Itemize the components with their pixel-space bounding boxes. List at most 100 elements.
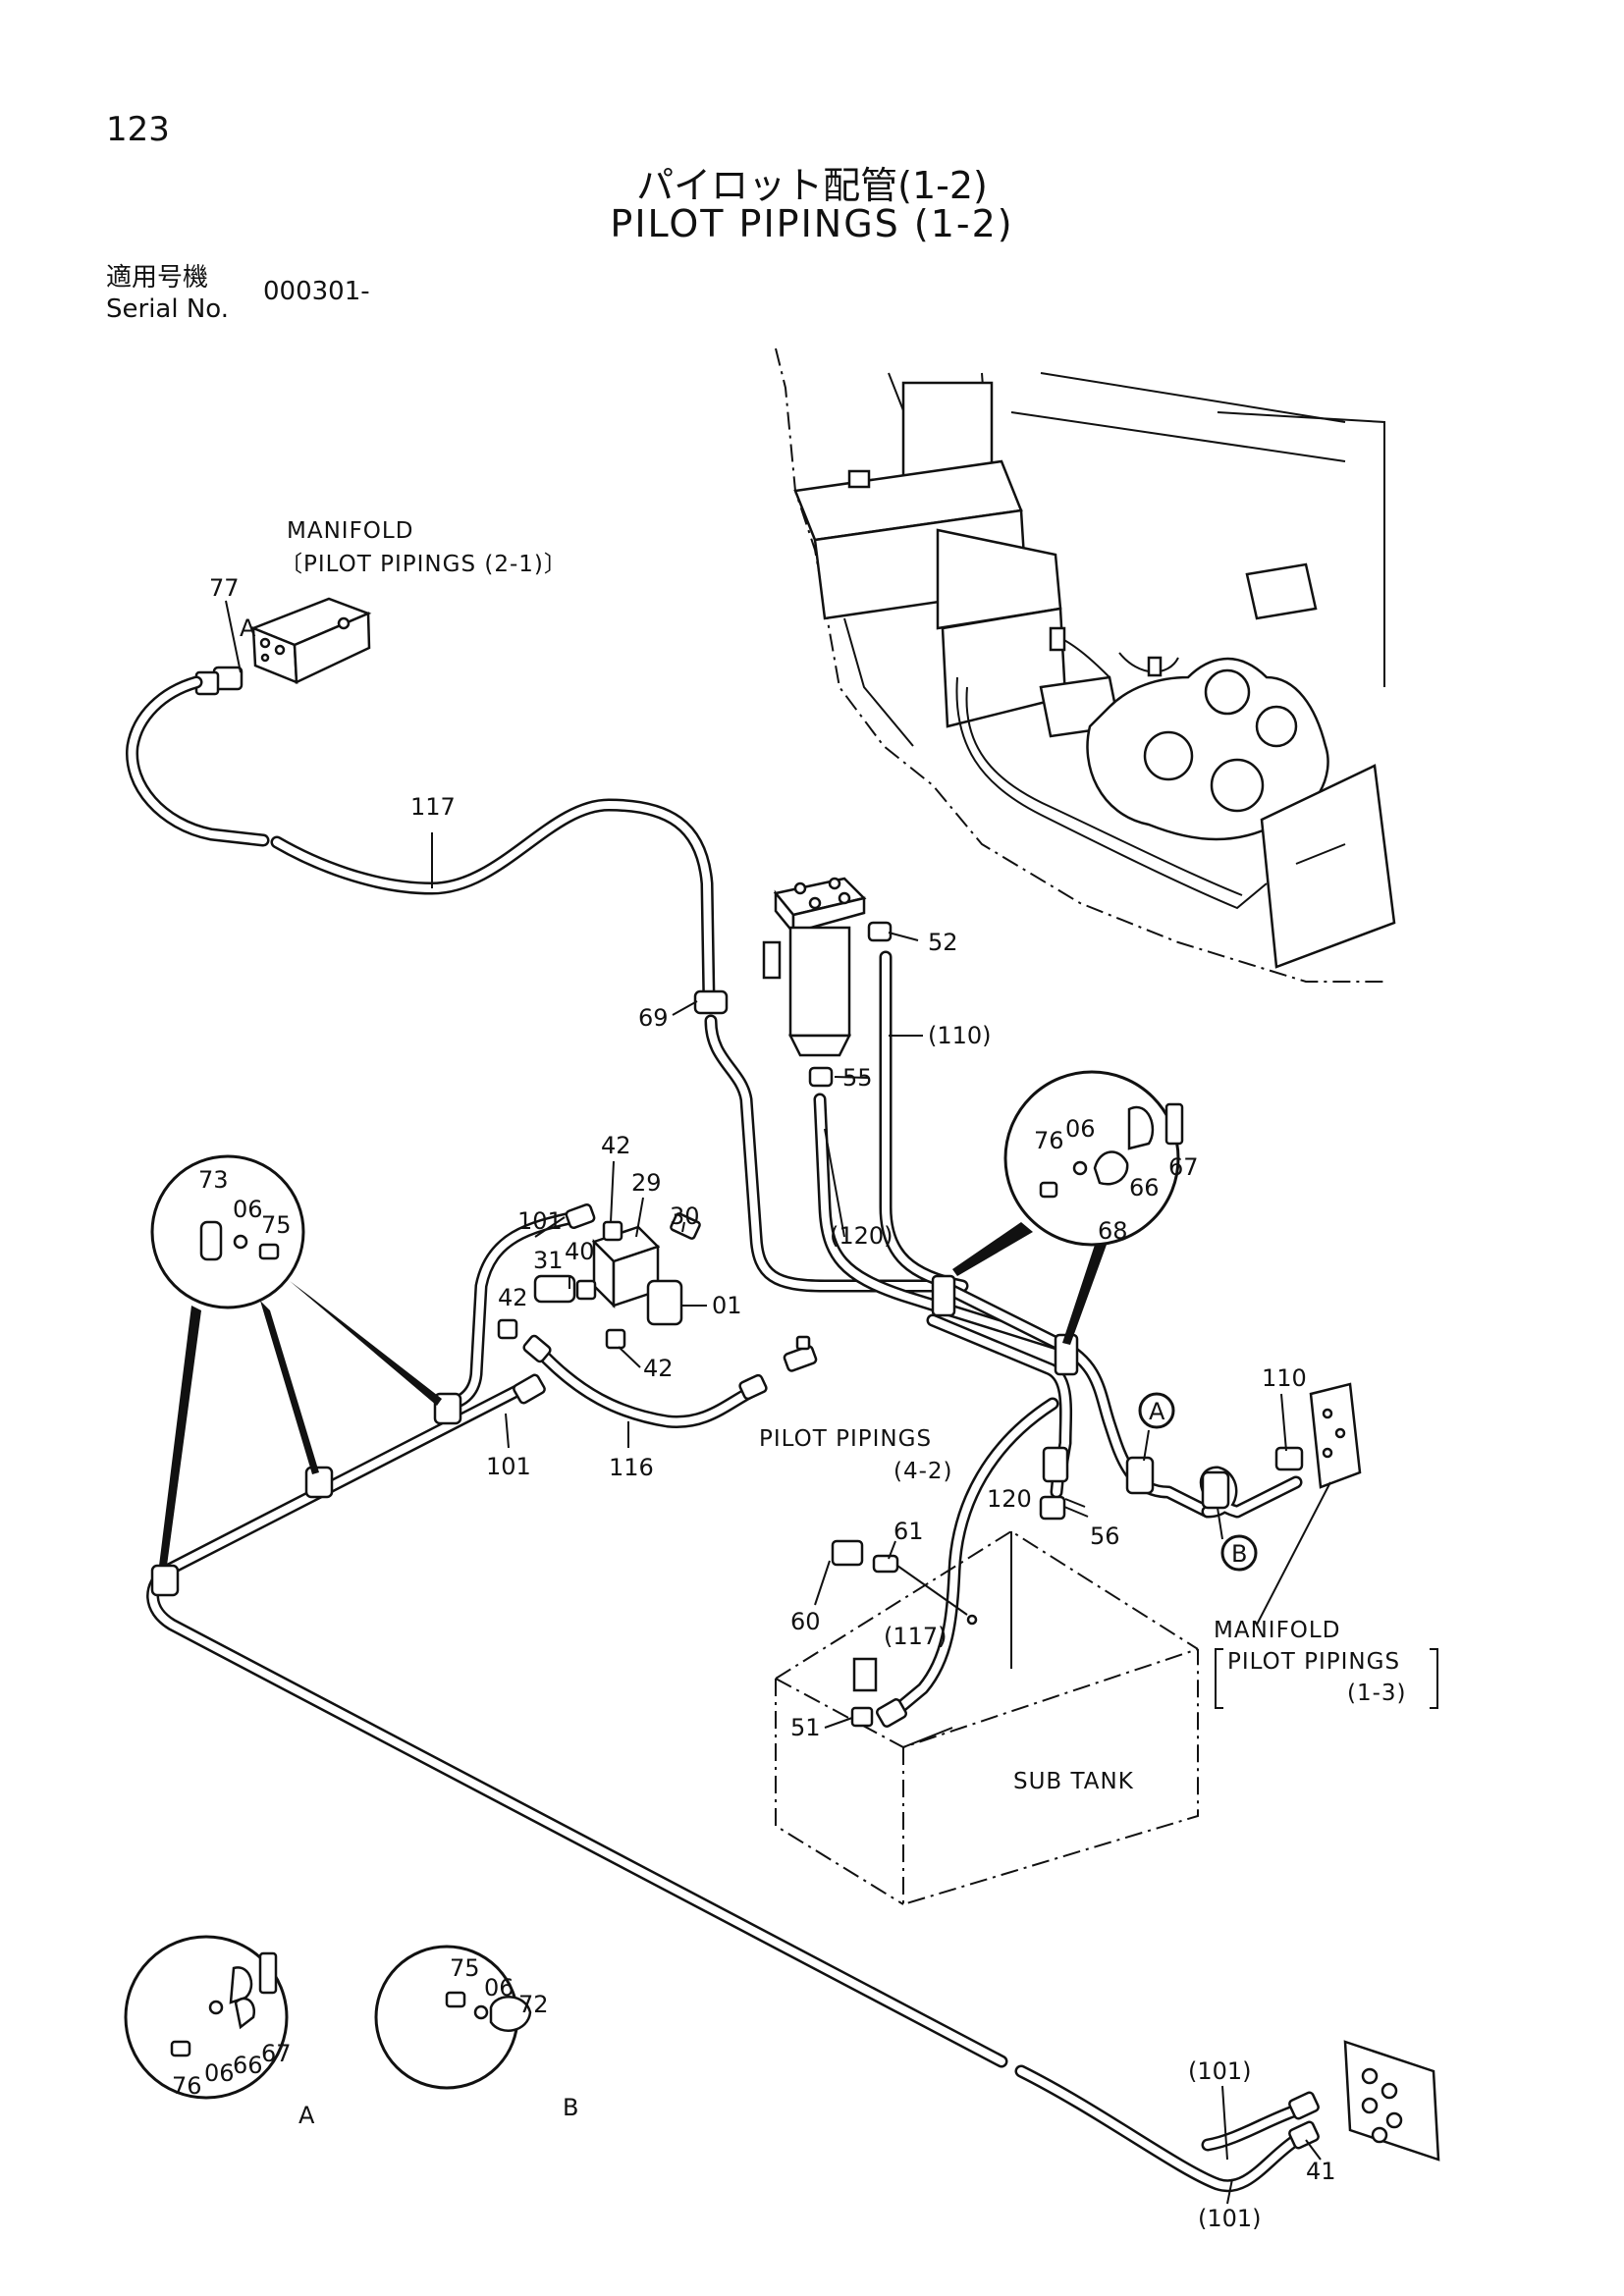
part-label-06-b: 06 xyxy=(484,1974,514,2002)
part-label-75-b: 75 xyxy=(450,1954,480,1982)
part-label-67-right: 67 xyxy=(1168,1153,1199,1181)
part-label-40: 40 xyxy=(565,1238,595,1265)
manifold-block-bottom-right xyxy=(1343,2040,1440,2162)
fitting-41-top xyxy=(1288,2091,1320,2120)
page-title-english: PILOT PIPINGS (1-2) xyxy=(610,202,1014,245)
callout-manifold-top-line2: 〔PILOT PIPINGS (2-1)〕 xyxy=(280,552,568,577)
part-label-06-a: 06 xyxy=(204,2059,235,2087)
part-label-68: 68 xyxy=(1098,1217,1128,1245)
part-label-76-right: 76 xyxy=(1034,1127,1064,1154)
part-label-06-right: 06 xyxy=(1065,1115,1096,1143)
sub-tank-label: SUB TANK xyxy=(1013,1769,1134,1794)
part-label-101-top: 101 xyxy=(517,1207,563,1235)
marker-circle-b xyxy=(1220,1534,1258,1572)
part-label-01: 01 xyxy=(712,1292,742,1319)
pilot-pipings-tee-fitting xyxy=(783,1335,818,1372)
fitting-52 xyxy=(867,921,893,942)
sensor-60 xyxy=(831,1539,864,1567)
fitting-55 xyxy=(808,1066,834,1088)
callout-pilot-pipings-line2: (4-2) xyxy=(893,1459,953,1484)
fitting-116-end xyxy=(738,1373,768,1401)
part-label-42-bottom: 42 xyxy=(643,1355,674,1382)
detail-circle-b xyxy=(374,1945,532,2090)
sub-tank xyxy=(775,1529,1199,1906)
fitting-117-tank xyxy=(875,1698,908,1728)
part-label-67-a: 67 xyxy=(261,2040,292,2067)
manifold-block-right xyxy=(1309,1382,1362,1489)
solenoid-valve-group xyxy=(497,1212,701,1350)
part-label-110: 110 xyxy=(1262,1364,1307,1392)
serial-number-value: 000301- xyxy=(263,277,370,306)
page-title-japanese: パイロット配管(1-2) xyxy=(636,164,988,207)
detail-label-a: A xyxy=(298,2102,315,2129)
hose-117 xyxy=(126,675,716,1008)
callout-manifold-right-line3: (1-3) xyxy=(1347,1681,1407,1706)
part-label-51: 51 xyxy=(790,1714,821,1741)
fitting-120 xyxy=(1042,1446,1069,1483)
part-label-76-a: 76 xyxy=(172,2072,202,2100)
clamp-69 xyxy=(693,989,729,1015)
detail-circle-left xyxy=(150,1154,442,1566)
callout-pilot-pipings-line1: PILOT PIPINGS xyxy=(759,1426,932,1452)
clamp-101-1 xyxy=(433,1392,462,1425)
machine-frame-outline xyxy=(775,347,1396,983)
clamp-101-3 xyxy=(150,1564,180,1597)
fitting-116-start xyxy=(522,1334,552,1363)
fitting-56 xyxy=(1039,1495,1066,1521)
detail-circle-right xyxy=(952,1070,1184,1345)
part-label-56: 56 xyxy=(1090,1522,1120,1550)
part-label-66-a: 66 xyxy=(233,2052,263,2079)
marker-label-a: A xyxy=(1149,1398,1165,1425)
clamp-b-right xyxy=(1201,1470,1230,1510)
fitting-51 xyxy=(850,1706,874,1728)
marker-label-b: B xyxy=(1231,1540,1247,1568)
part-label-101-bottom: 101 xyxy=(486,1453,531,1480)
part-label-06-left: 06 xyxy=(233,1196,263,1223)
part-label-42-left: 42 xyxy=(498,1284,528,1311)
part-label-66-right: 66 xyxy=(1129,1174,1160,1201)
bracket-manifold-right xyxy=(1215,1648,1438,1709)
page-number: 123 xyxy=(106,110,170,149)
leader-lines xyxy=(225,600,1331,2205)
part-label-55: 55 xyxy=(842,1064,873,1092)
part-label-75-left: 75 xyxy=(261,1211,292,1239)
part-label-110-paren: (110) xyxy=(928,1022,992,1049)
serial-label-japanese: 適用号機 xyxy=(106,263,209,293)
manifold-block-top xyxy=(249,597,372,684)
part-label-a-top: A xyxy=(240,614,256,642)
part-label-69: 69 xyxy=(638,1004,669,1032)
part-label-116: 116 xyxy=(609,1454,654,1481)
part-label-52: 52 xyxy=(928,929,958,956)
part-label-120-paren: (120) xyxy=(830,1222,893,1250)
part-label-29: 29 xyxy=(631,1169,662,1197)
part-label-120: 120 xyxy=(987,1485,1032,1513)
hose-110 xyxy=(879,950,969,1293)
detail-label-b: B xyxy=(563,2094,578,2121)
part-label-117-paren: (117) xyxy=(884,1623,947,1650)
detail-circle-a xyxy=(124,1935,289,2100)
callout-manifold-top-line1: MANIFOLD xyxy=(287,518,413,544)
part-label-30: 30 xyxy=(670,1202,700,1230)
part-label-77: 77 xyxy=(209,574,240,602)
callout-manifold-right-line2: PILOT PIPINGS xyxy=(1227,1649,1400,1675)
part-label-31: 31 xyxy=(533,1247,564,1274)
clamp-101-2 xyxy=(304,1466,334,1499)
part-number-labels: 77 A 117 69 52 (110) 55 (120) 42 29 101 … xyxy=(172,574,1336,2232)
part-label-117: 117 xyxy=(410,793,456,821)
fitting-110 xyxy=(1274,1446,1304,1471)
part-label-73: 73 xyxy=(198,1166,229,1194)
serial-label-english: Serial No. xyxy=(106,294,229,324)
clamp-bundle-1 xyxy=(931,1274,956,1317)
part-label-42-top: 42 xyxy=(601,1132,631,1159)
pilot-filter xyxy=(762,877,867,1057)
fitting-61 xyxy=(872,1554,899,1574)
part-label-61: 61 xyxy=(893,1518,924,1545)
part-label-41: 41 xyxy=(1306,2158,1336,2185)
fitting-77 xyxy=(194,666,244,696)
part-label-101-paren-bottom: (101) xyxy=(1198,2205,1262,2232)
part-label-72: 72 xyxy=(518,1991,549,2018)
marker-circle-a xyxy=(1138,1392,1175,1429)
callout-manifold-right-line1: MANIFOLD xyxy=(1214,1618,1340,1643)
part-label-101-paren-top: (101) xyxy=(1188,2057,1252,2085)
